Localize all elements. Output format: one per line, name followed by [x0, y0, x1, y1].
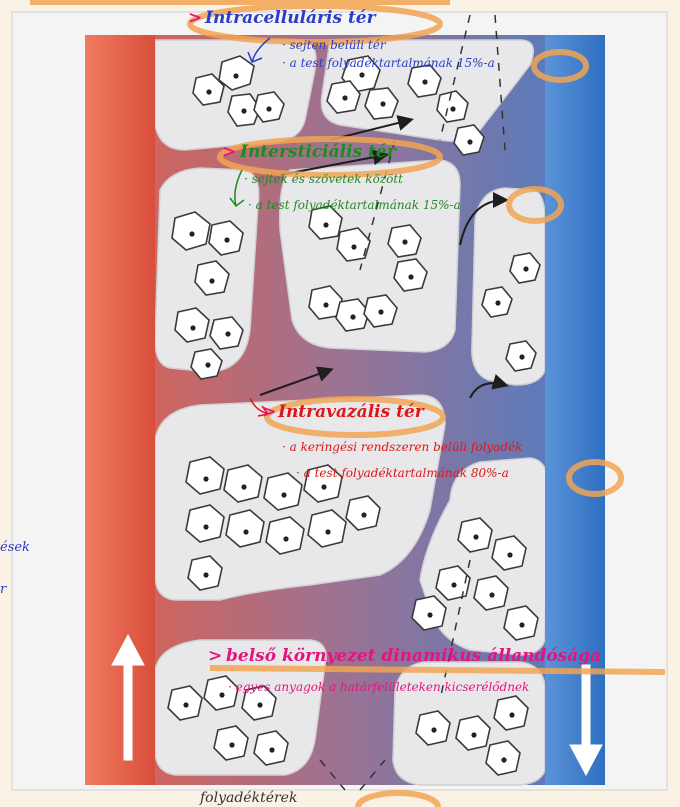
cell-nucleus	[519, 354, 524, 359]
cell-nucleus	[467, 139, 472, 144]
intravascular-bullet-2-text: a test folyadéktartalmának 80%-a	[304, 466, 509, 480]
cell-nucleus	[509, 712, 514, 717]
cell-nucleus	[241, 484, 246, 489]
cell-nucleus	[233, 73, 238, 78]
intravascular-bullet-2: · a test folyadéktartalmának 80%-a	[296, 466, 509, 480]
cell-nucleus	[422, 79, 427, 84]
cell-nucleus	[225, 331, 230, 336]
cell-nucleus	[507, 552, 512, 557]
cell-nucleus	[519, 622, 524, 627]
cell-nucleus	[283, 536, 288, 541]
cell-nucleus	[427, 612, 432, 617]
cell-nucleus	[408, 274, 413, 279]
cell-nucleus	[450, 106, 455, 111]
artery	[85, 35, 155, 785]
cell-nucleus	[473, 534, 478, 539]
cell-nucleus	[361, 512, 366, 517]
intravascular-bullet-1: · a keringési rendszeren belüli folyadék	[282, 440, 522, 454]
side-fragment-2: r	[0, 582, 6, 597]
cell-nucleus	[402, 239, 407, 244]
intracellular-title: Intracelluláris tér	[205, 8, 376, 28]
homeostasis-bullet-1-text: egyes anyagok a határfelületeken kicseré…	[236, 680, 530, 694]
intracellular-bullet-1: · sejten belüli tér	[282, 38, 386, 52]
bottom-fragment: folyadéktérek	[200, 790, 297, 806]
cell-nucleus	[380, 101, 385, 106]
cell-nucleus	[281, 492, 286, 497]
intracellular-bullet-1-text: sejten belüli tér	[290, 38, 386, 52]
cell-nucleus	[359, 72, 364, 77]
intravascular-title: Intravazális tér	[278, 402, 424, 422]
cell-nucleus	[495, 300, 500, 305]
intracellular-marker: >	[188, 8, 202, 28]
cell-nucleus	[266, 106, 271, 111]
intravascular-marker: >	[262, 402, 276, 422]
cell-nucleus	[342, 95, 347, 100]
cell-nucleus	[203, 524, 208, 529]
highlight-bottom-word	[358, 793, 438, 807]
cell-nucleus	[205, 362, 210, 367]
interstitial-bullet-2: · a test folyadéktartalmának 15%-a	[248, 198, 461, 212]
cell-nucleus	[471, 732, 476, 737]
cell-nucleus	[203, 476, 208, 481]
intracellular-bullet-2: · a test folyadéktartalmának 15%-a	[282, 56, 495, 70]
cell-nucleus	[323, 302, 328, 307]
highlight-homeostasis-underline	[210, 668, 665, 672]
cell-nucleus	[229, 742, 234, 747]
intravascular-bullet-1-text: a keringési rendszeren belüli folyadék	[290, 440, 523, 454]
homeostasis-bullet-1: · egyes anyagok a határfelületeken kicse…	[228, 680, 628, 694]
homeostasis-marker: >	[208, 646, 222, 666]
cell-nucleus	[257, 702, 262, 707]
interstitial-bullet-1: · sejtek és szövetek között	[244, 172, 403, 186]
cell-nucleus	[206, 89, 211, 94]
side-fragment-1: ések	[0, 540, 30, 555]
intracellular-bullet-2-text: a test folyadéktartalmának 15%-a	[290, 56, 495, 70]
cell-nucleus	[224, 237, 229, 242]
cell-nucleus	[323, 222, 328, 227]
cell-nucleus	[243, 529, 248, 534]
interstitial-bullet-1-text: sejtek és szövetek között	[252, 172, 403, 186]
cell-nucleus	[269, 747, 274, 752]
cell-nucleus	[501, 757, 506, 762]
cell-nucleus	[321, 484, 326, 489]
cell-nucleus	[351, 244, 356, 249]
cell-nucleus	[350, 314, 355, 319]
homeostasis-title: belső környezet dinamikus állandósága	[226, 646, 601, 666]
interstitial-title: Intersticiális tér	[240, 142, 396, 162]
cell-nucleus	[209, 278, 214, 283]
cell-nucleus	[190, 325, 195, 330]
cell-nucleus	[203, 572, 208, 577]
cell-nucleus	[183, 702, 188, 707]
cell-nucleus	[451, 582, 456, 587]
cell-nucleus	[189, 231, 194, 236]
interstitial-marker: >	[222, 142, 236, 162]
cell-nucleus	[523, 266, 528, 271]
cell-nucleus	[325, 529, 330, 534]
cell-nucleus	[219, 692, 224, 697]
cell-nucleus	[431, 727, 436, 732]
cell-nucleus	[378, 309, 383, 314]
tissue-island	[280, 160, 460, 352]
cell-nucleus	[241, 108, 246, 113]
interstitial-bullet-2-text: a test folyadéktartalmának 15%-a	[256, 198, 461, 212]
cell-nucleus	[489, 592, 494, 597]
